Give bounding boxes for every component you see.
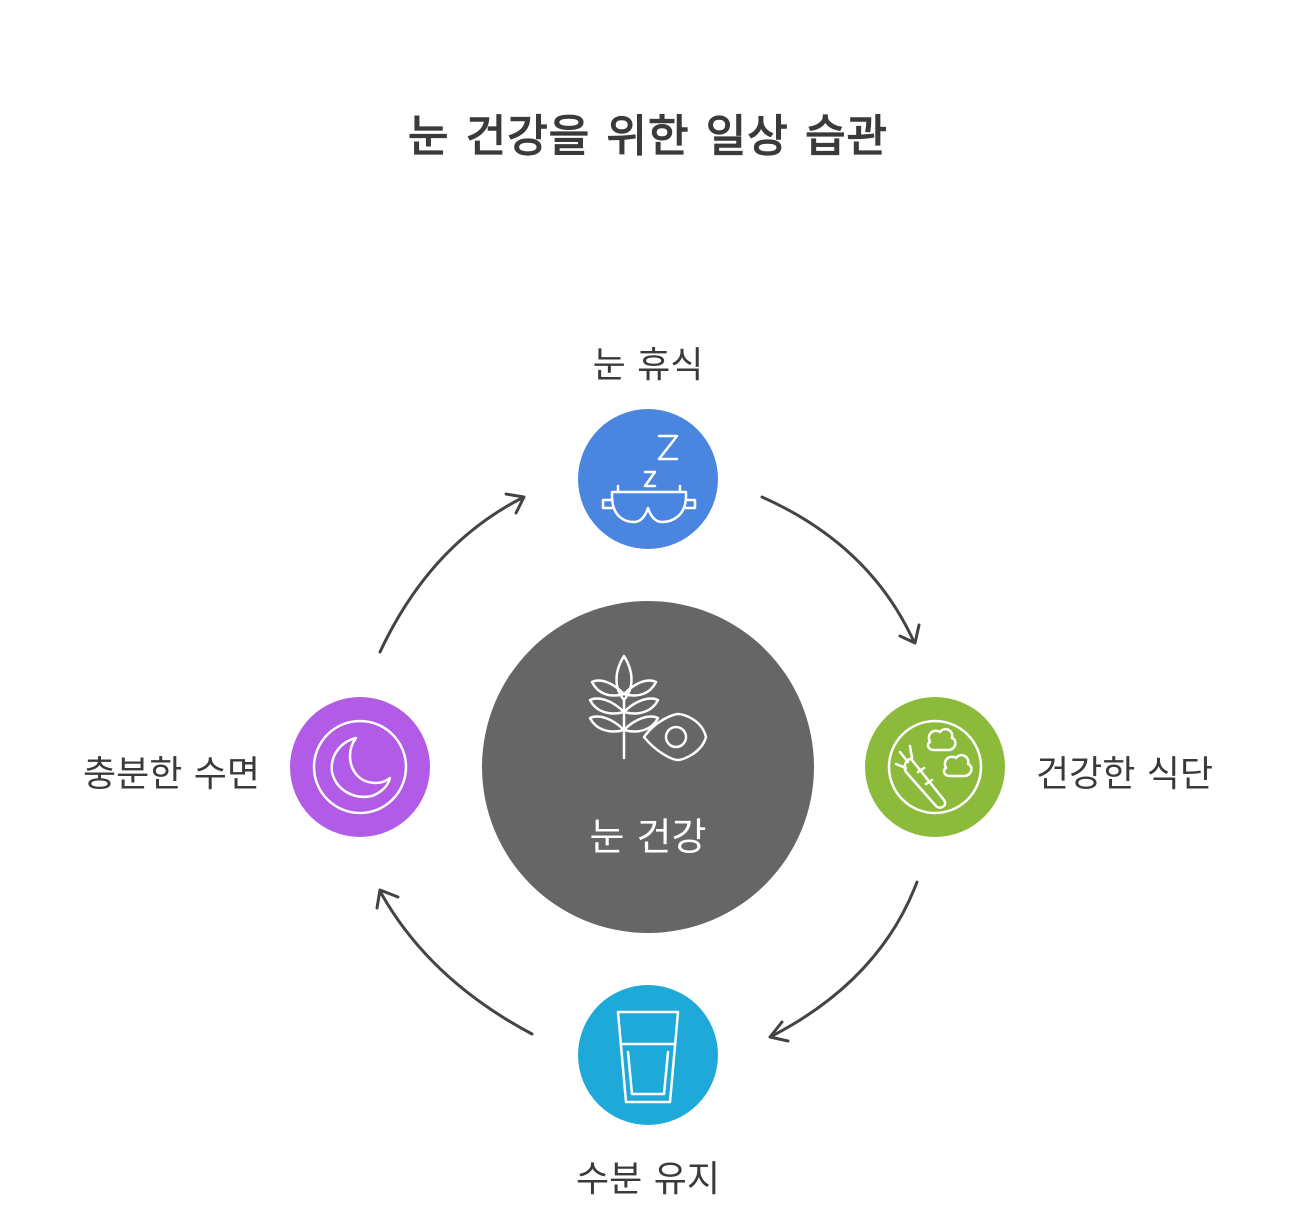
node-circle-top xyxy=(578,409,718,549)
node-label-bottom: 수분 유지 xyxy=(576,1159,720,1200)
water-glass-icon xyxy=(616,1010,680,1104)
arrow-top-to-right xyxy=(760,495,916,644)
sleep-mask-icon xyxy=(601,434,697,524)
node-label-left: 충분한 수면 xyxy=(82,754,260,795)
carrot-broccoli-icon xyxy=(887,719,983,815)
diagram-title: 눈 건강을 위한 일상 습관 xyxy=(407,111,889,162)
arrow-head-top-to-right xyxy=(898,623,921,645)
arrow-bottom-to-left xyxy=(379,891,534,1036)
node-circle-left xyxy=(290,697,430,837)
node-circle-right xyxy=(865,697,1005,837)
arrow-head-left-to-top xyxy=(504,492,526,515)
node-label-right: 건강한 식단 xyxy=(1036,754,1214,795)
arrow-left-to-top xyxy=(378,496,524,654)
arrow-right-to-bottom xyxy=(770,880,919,1038)
center-label: 눈 건강 xyxy=(590,815,707,859)
center-circle xyxy=(482,601,814,933)
node-circle-bottom xyxy=(578,985,718,1125)
eye-icon xyxy=(642,712,708,762)
moon-icon xyxy=(312,719,408,815)
node-label-top: 눈 휴식 xyxy=(592,345,704,386)
arrow-head-bottom-to-left xyxy=(375,888,400,910)
arrow-head-right-to-bottom xyxy=(768,1020,790,1043)
wheat-icon xyxy=(588,654,660,760)
